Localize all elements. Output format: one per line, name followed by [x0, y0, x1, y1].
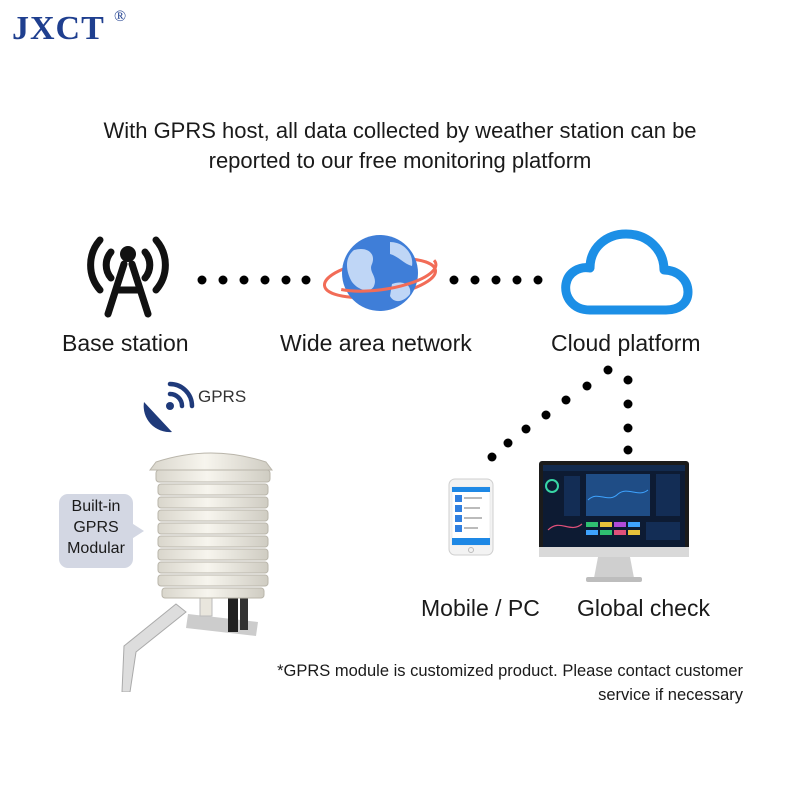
weather-station-image [121, 452, 273, 692]
builtin-line-3: Modular [67, 540, 125, 557]
bubble-tail [130, 522, 144, 540]
footnote-line-2: service if necessary [598, 686, 743, 704]
label-mobile-pc: Mobile / PC [421, 595, 540, 621]
monitor-icon [539, 461, 689, 582]
gprs-label: GPRS [198, 387, 247, 406]
smartphone-icon [448, 478, 494, 556]
builtin-gprs-bubble: Built-in GPRS Modular [59, 494, 133, 568]
headline-line-2: reported to our free monitoring platform [208, 148, 592, 173]
headline: With GPRS host, all data collected by we… [0, 116, 800, 176]
connector-dots-cloud-devices [487, 365, 633, 462]
gprs-signal-icon [143, 381, 195, 433]
label-global-check: Global check [577, 595, 710, 621]
builtin-line-2: GPRS [73, 519, 119, 536]
label-base-station: Base station [62, 330, 189, 356]
footnote: *GPRS module is customized product. Plea… [180, 659, 743, 707]
cloud-icon [561, 229, 693, 315]
globe-icon [322, 235, 438, 311]
footnote-line-1: *GPRS module is customized product. Plea… [277, 662, 743, 680]
registered-mark: ® [114, 8, 127, 25]
brand-logo: JXCT [12, 10, 105, 47]
cell-tower-icon [87, 236, 169, 318]
label-cloud-platform: Cloud platform [551, 330, 701, 356]
label-wide-area-network: Wide area network [280, 330, 472, 356]
connector-dots-wan-cloud [449, 275, 543, 285]
headline-line-1: With GPRS host, all data collected by we… [103, 118, 697, 143]
builtin-line-1: Built-in [71, 498, 121, 515]
connector-dots-base-wan [197, 275, 311, 285]
